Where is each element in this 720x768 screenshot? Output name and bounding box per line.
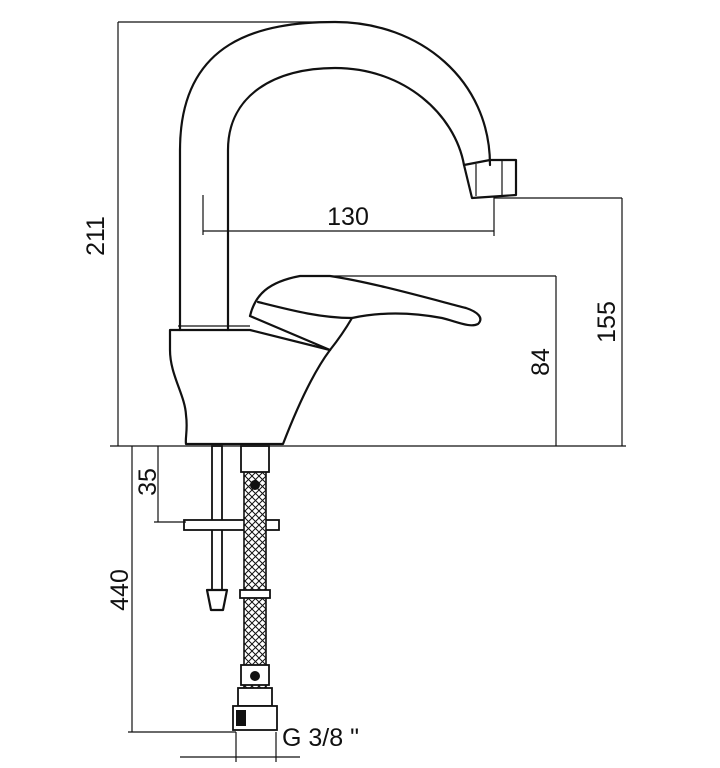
spout-outlet-ring xyxy=(475,160,503,197)
hose-top-fitting xyxy=(240,445,270,473)
hose-top-nut-mark xyxy=(250,480,260,490)
mounting-rod xyxy=(211,445,223,591)
rod-tip xyxy=(205,588,229,612)
lever-cartridge xyxy=(248,300,354,352)
hose-bottom-fitting xyxy=(237,687,273,707)
dim-hose-length: 440 xyxy=(106,569,134,611)
dim-outlet-height: 155 xyxy=(593,301,621,343)
hose-mid-clamp xyxy=(239,589,271,599)
spout-inner-contour xyxy=(226,66,466,332)
connection-nut-face xyxy=(236,710,246,726)
hose-bottom-nut-mark xyxy=(250,671,260,681)
faucet-body xyxy=(168,20,518,446)
dim-mounting-depth: 35 xyxy=(134,468,162,496)
dim-overall-height: 211 xyxy=(82,216,110,256)
dim-lever-height: 84 xyxy=(527,348,555,376)
dim-spout-reach: 130 xyxy=(327,203,369,231)
dimension-lines xyxy=(110,21,626,762)
spout-outlet xyxy=(462,158,518,200)
dim-connection-thread: G 3/8 " xyxy=(282,724,359,752)
mounting-assembly xyxy=(183,445,280,731)
mixer-collar xyxy=(168,328,332,446)
fixing-plate xyxy=(183,519,280,531)
